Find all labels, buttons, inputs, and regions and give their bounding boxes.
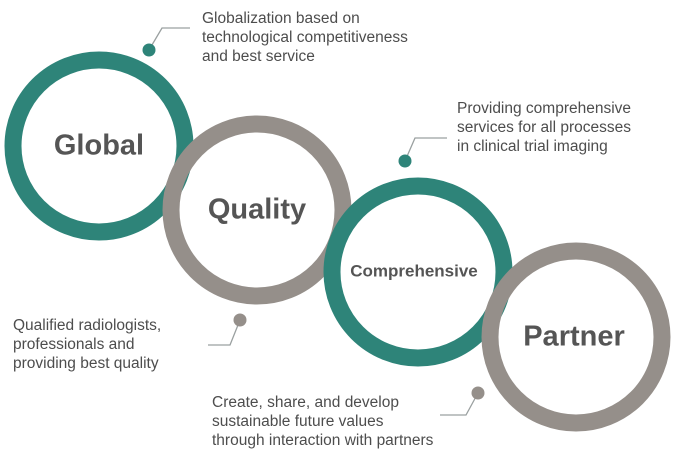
global-circle bbox=[4, 51, 194, 241]
global-description: Globalization based on technological com… bbox=[202, 9, 408, 66]
partner-description-line: through interaction with partners bbox=[212, 432, 434, 449]
quality-description-line: providing best quality bbox=[13, 355, 159, 372]
partner-label: Partner bbox=[523, 321, 625, 353]
global-description-line: and best service bbox=[202, 48, 315, 65]
comprehensive-circle bbox=[323, 177, 513, 367]
global-description-line: Globalization based on bbox=[202, 10, 360, 27]
quality-description: Qualified radiologists, professionals an… bbox=[13, 316, 161, 373]
partner-description: Create, share, and develop sustainable f… bbox=[212, 393, 433, 450]
global-connector bbox=[142, 27, 190, 57]
comprehensive-description-line: Providing comprehensive bbox=[457, 100, 632, 117]
comprehensive-description-line: services for all processes bbox=[457, 119, 632, 136]
partner-description-line: sustainable future values bbox=[212, 413, 384, 430]
global-label: Global bbox=[54, 130, 144, 162]
partner-circle bbox=[481, 242, 671, 432]
global-description-line: technological competitiveness bbox=[202, 29, 408, 46]
partner-description-line: Create, share, and develop bbox=[212, 394, 399, 411]
comprehensive-description-line: in clinical trial imaging bbox=[457, 138, 608, 155]
comprehensive-connector bbox=[398, 137, 447, 168]
quality-connector bbox=[208, 313, 247, 346]
comprehensive-description: Providing comprehensive services for all… bbox=[457, 99, 631, 156]
quality-description-line: professionals and bbox=[13, 336, 135, 353]
quality-description-line: Qualified radiologists, bbox=[13, 317, 162, 334]
quality-circle bbox=[162, 115, 352, 305]
partner-connector bbox=[440, 386, 485, 416]
comprehensive-label: Comprehensive bbox=[350, 261, 478, 280]
quality-label: Quality bbox=[208, 194, 306, 226]
